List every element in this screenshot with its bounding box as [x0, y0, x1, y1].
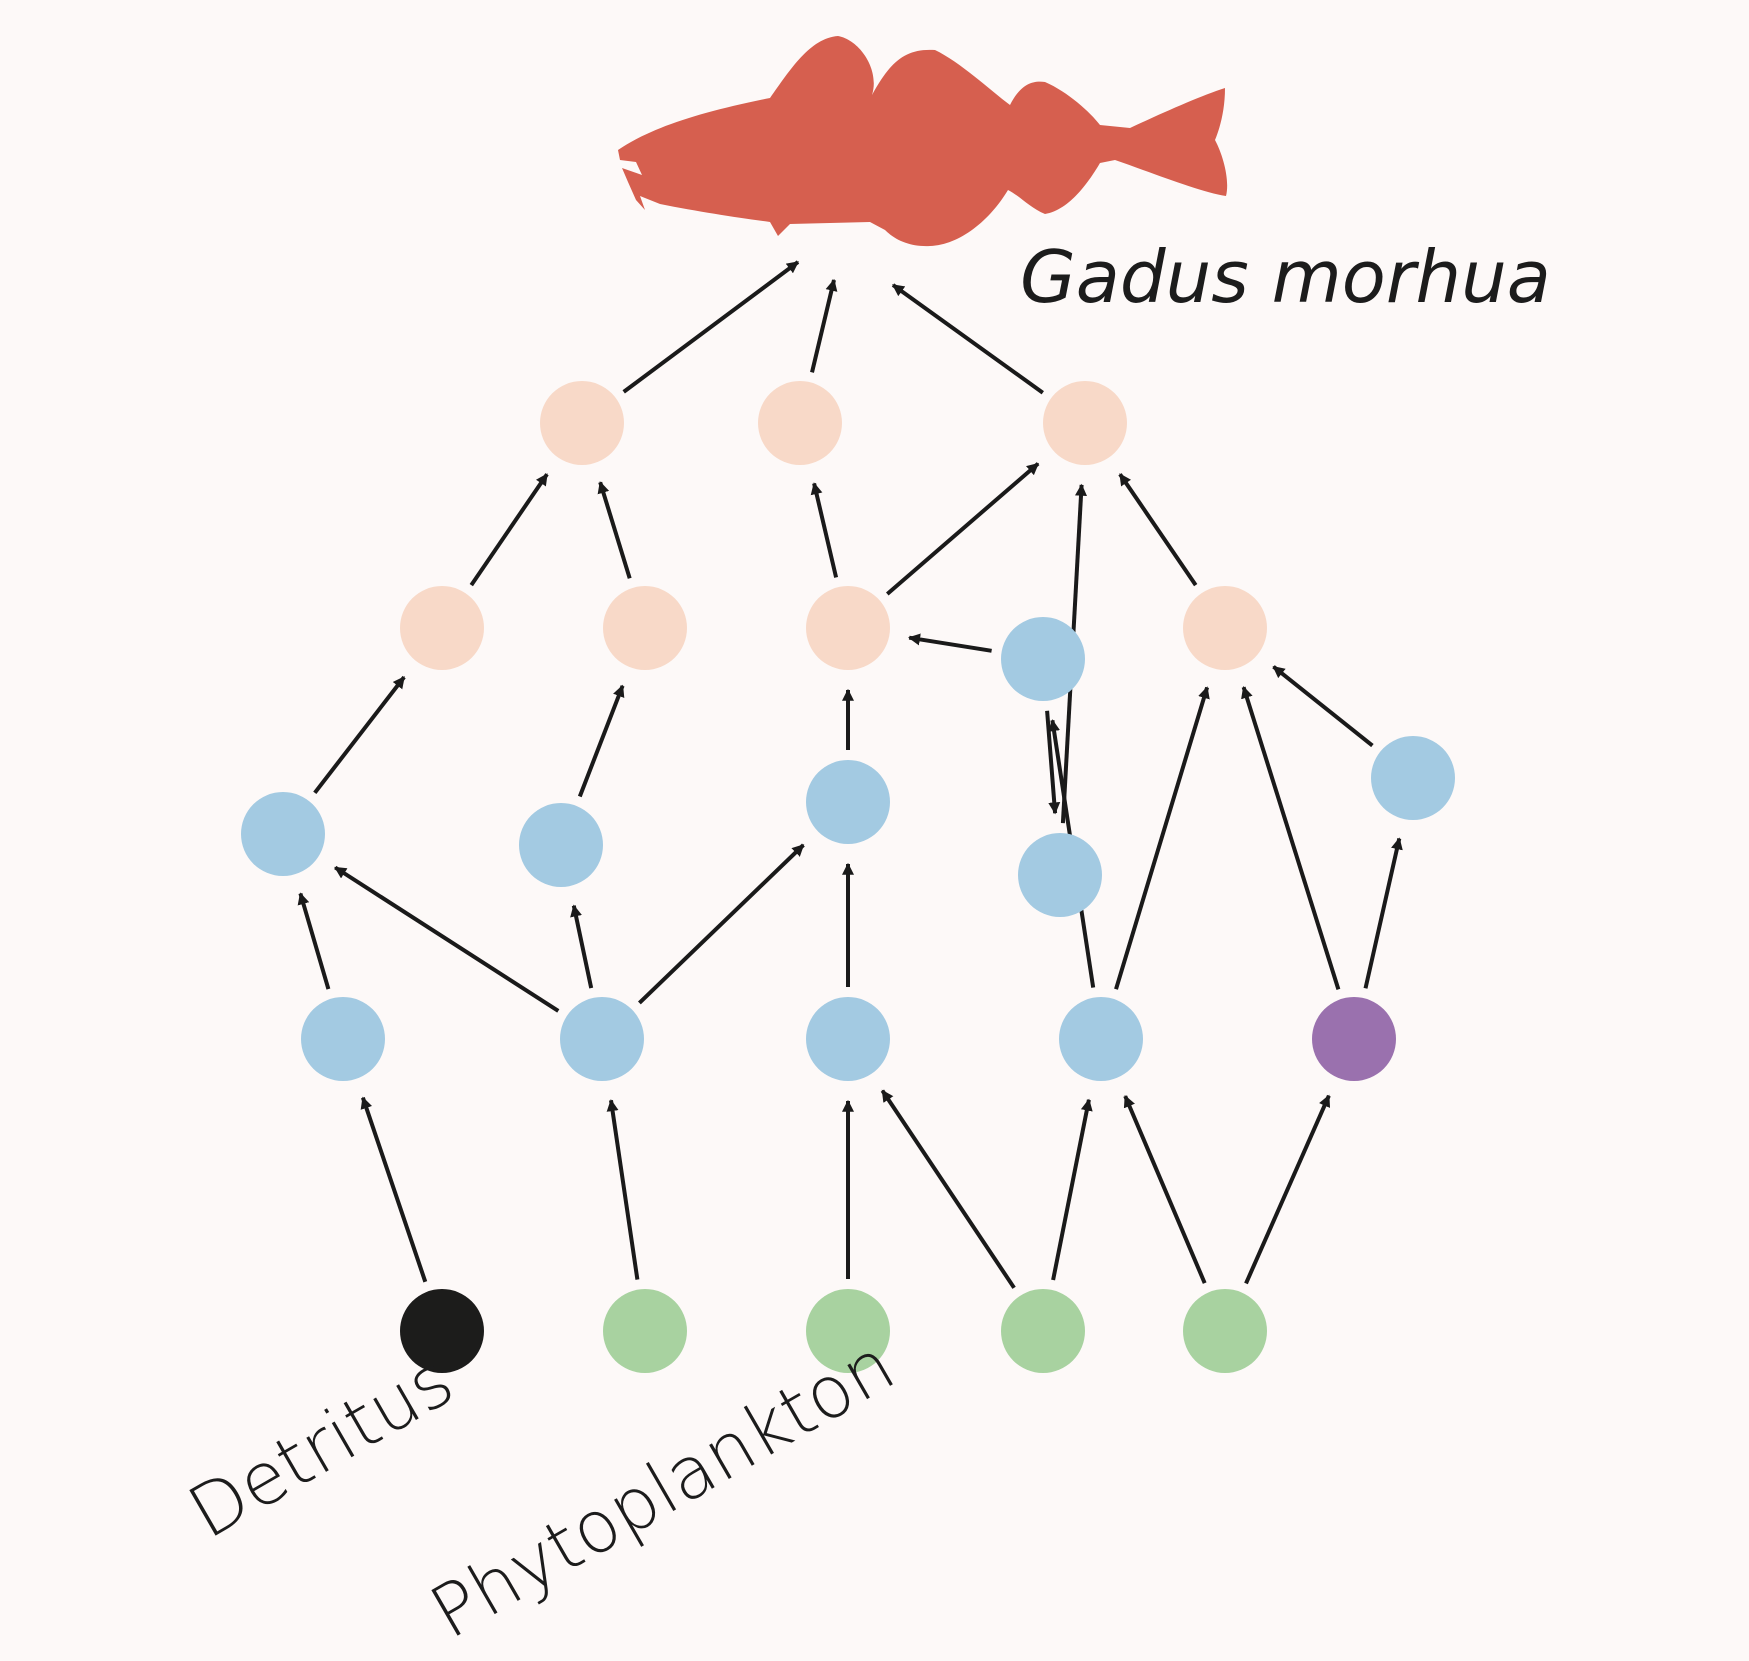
feeding-arrow-p1-to-b2 [606, 1099, 640, 1280]
top-predator-node-e2 [758, 381, 842, 465]
intermediate-node-c4 [1018, 833, 1102, 917]
phytoplankton-label: Phytoplankton [417, 1322, 908, 1654]
phytoplankton-node-p2 [806, 1289, 890, 1373]
intermediate-node-b1 [301, 997, 385, 1081]
intermediate-node-c2 [519, 803, 603, 887]
phytoplankton-node-p4 [1183, 1289, 1267, 1373]
feeding-arrow-d3-to-e2 [810, 482, 839, 578]
feeding-arrow-b2-to-c3 [638, 843, 805, 1005]
feeding-arrow-c5-to-c4 [1045, 710, 1061, 815]
feeding-arrow-p4-to-pu [1244, 1094, 1331, 1285]
top-predator-node-e3 [1043, 381, 1127, 465]
top-predator-node-d4 [1183, 586, 1267, 670]
feeding-arrow-e3-to-cod [891, 283, 1044, 395]
feeding-arrow-d1-to-e1 [469, 473, 549, 587]
feeding-arrow-b1-to-c1 [297, 892, 331, 990]
feeding-arrow-c1-to-d1 [313, 675, 406, 795]
species-nodes [241, 381, 1455, 1373]
feeding-arrow-d4-to-e3 [1118, 473, 1198, 587]
intermediate-node-b2 [560, 997, 644, 1081]
feeding-arrow-p3-to-b3 [880, 1089, 1016, 1289]
phytoplankton-node-p1 [603, 1289, 687, 1373]
purple-node-pu [1312, 997, 1396, 1081]
intermediate-node-c6 [1371, 736, 1455, 820]
feeding-arrow-pu-to-c6 [1363, 837, 1403, 989]
feeding-arrow-d3-to-e3 [885, 462, 1040, 596]
feeding-arrow-e2-to-cod [810, 278, 838, 373]
phytoplankton-node-p3 [1001, 1289, 1085, 1373]
feeding-arrow-e1-to-cod [622, 260, 800, 394]
intermediate-node-b4 [1059, 997, 1143, 1081]
feeding-arrow-p4-to-b4 [1123, 1094, 1207, 1284]
feeding-arrow-b2-to-c1 [334, 865, 560, 1013]
top-predator-node-e1 [540, 381, 624, 465]
top-predator-node-d1 [400, 586, 484, 670]
feeding-arrow-p3-to-b4 [1051, 1098, 1093, 1281]
top-predator-node-d3 [806, 586, 890, 670]
intermediate-node-c5 [1001, 617, 1085, 701]
intermediate-node-b3 [806, 997, 890, 1081]
feeding-arrow-c6-to-d4 [1272, 665, 1374, 748]
feeding-arrow-b4-to-d4 [1114, 686, 1210, 990]
top-predator-node-d2 [603, 586, 687, 670]
intermediate-node-c3 [806, 760, 890, 844]
detritus-node-det [400, 1289, 484, 1373]
gadus-morhua-label: Gadus morhua [1020, 235, 1551, 319]
feeding-arrow-d2-to-e1 [597, 481, 632, 579]
cod-fish-icon [618, 36, 1228, 247]
detritus-label: Detritus [175, 1337, 467, 1554]
feeding-arrow-det-to-b1 [360, 1096, 428, 1283]
feeding-arrow-b2-to-c2 [570, 904, 594, 989]
feeding-arrow-c2-to-d2 [577, 684, 625, 798]
feeding-arrow-pu-to-d4 [1241, 686, 1341, 990]
intermediate-node-c1 [241, 792, 325, 876]
feeding-arrow-c5-to-d3 [908, 633, 992, 653]
